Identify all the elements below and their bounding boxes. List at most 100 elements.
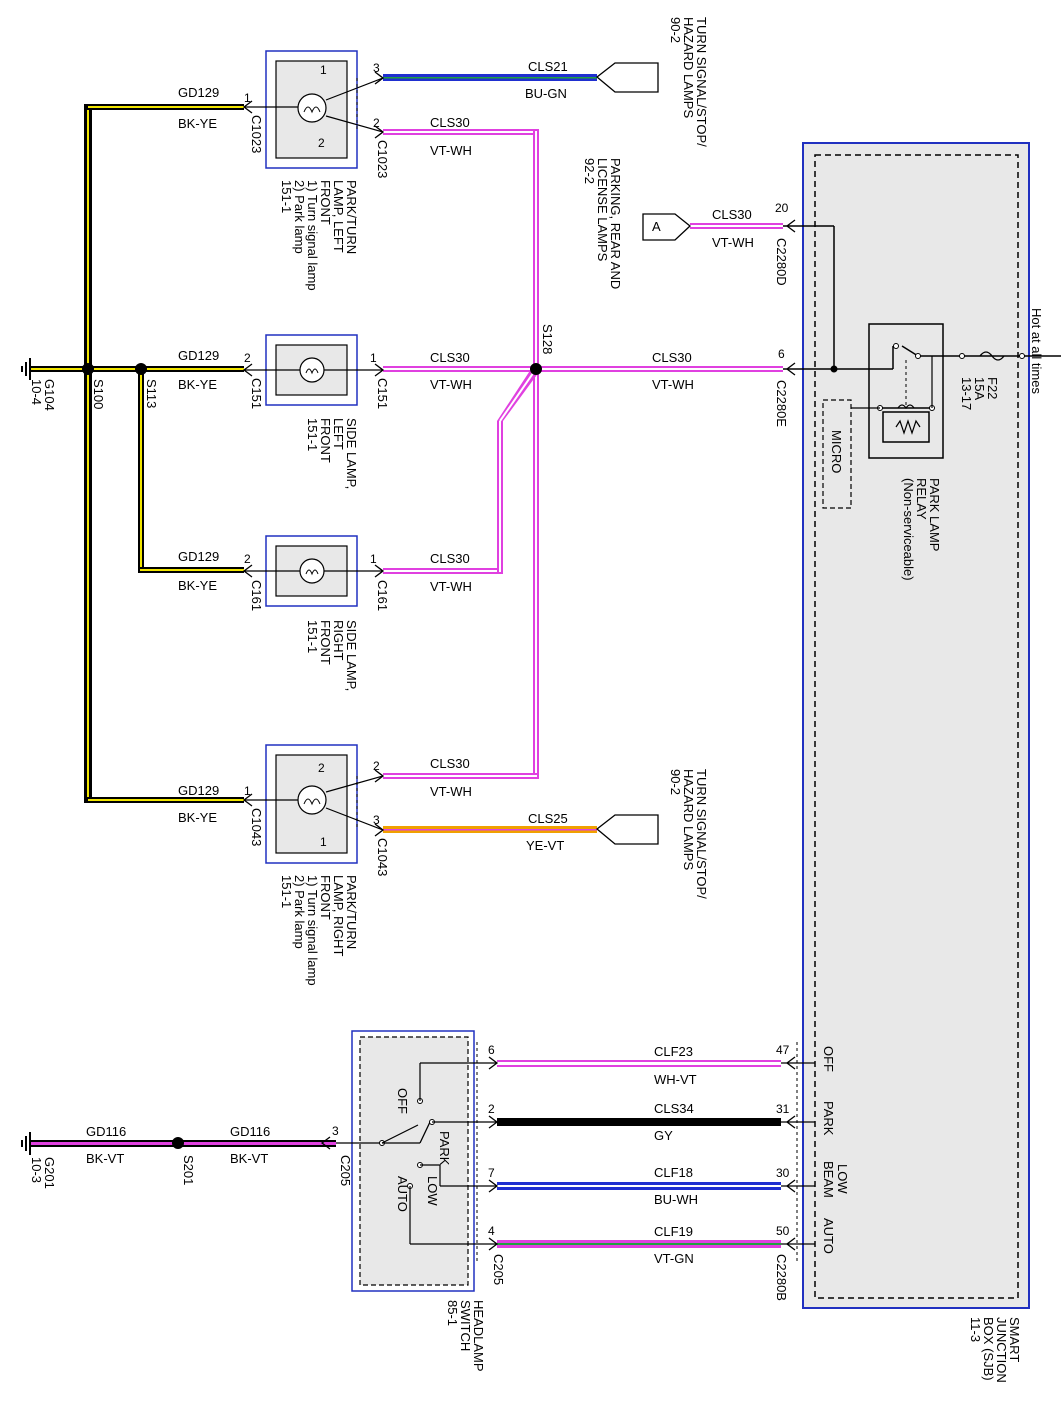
parking-l1: PARKING, REAR AND [608, 158, 623, 289]
sjb-beam-label: BEAM [821, 1161, 836, 1198]
turn-bot-arrow [595, 814, 659, 845]
turn-top-l2: HAZARD LAMPS [681, 17, 696, 118]
rf-side-l3: FRONT [318, 620, 333, 665]
turn-top-arrow [595, 62, 659, 93]
w15-color: BU-WH [654, 1192, 698, 1207]
w14-color: GY [654, 1128, 673, 1143]
c2280b-name: C2280B [774, 1254, 789, 1301]
sjb-park-label: PARK [821, 1101, 836, 1136]
parking-l3: 92-2 [582, 158, 597, 184]
rf-lamp-pin2: 2 [318, 761, 325, 775]
w17-circuit: GD116 [86, 1124, 126, 1139]
w3-circuit: CLS30 [430, 115, 470, 130]
sjb-inner-box [814, 154, 1019, 1299]
w10-color: BK-YE [178, 810, 217, 825]
w9-circuit: CLS30 [430, 551, 470, 566]
lamp-lf-side [244, 334, 383, 406]
w16-color: VT-GN [654, 1251, 694, 1266]
turn-bot-l2: HAZARD LAMPS [681, 769, 696, 870]
lamp-rf-park [244, 744, 384, 864]
rf-park-l2: LAMP, RIGHT [331, 875, 346, 956]
rf-park-l4: 1) Turn signal lamp [305, 875, 320, 986]
rf-side-l4: 151-1 [305, 620, 320, 653]
lf-side-l2: LEFT [331, 418, 346, 450]
w6-circuit: CLS30 [430, 350, 470, 365]
sjb-pin47: 47 [776, 1043, 790, 1057]
relay-line3: (Non-serviceable) [901, 478, 916, 581]
g201-name: G201 [42, 1157, 57, 1189]
w3-color: VT-WH [430, 143, 472, 158]
sjb-line4: 11-3 [968, 1317, 983, 1342]
w4-circuit: CLS30 [712, 207, 752, 222]
sw-auto-label: AUTO [395, 1176, 410, 1212]
g201-ref: 10-3 [29, 1157, 44, 1183]
w1-color: BU-GN [525, 86, 567, 101]
c161b-name: C161 [375, 580, 390, 611]
sjb-line3: BOX (SJB) [981, 1317, 996, 1381]
w13-circuit: CLF23 [654, 1044, 693, 1059]
w8-circuit: GD129 [178, 549, 219, 564]
sjb-pin30: 30 [776, 1166, 790, 1180]
lf-side-l1: SIDE LAMP, [344, 418, 359, 489]
rf-side-l2: RIGHT [331, 620, 346, 661]
sw-low-label: LOW [425, 1176, 440, 1206]
c2280d-name: C2280D [774, 238, 789, 286]
w17-color: BK-VT [86, 1151, 124, 1166]
c205-name: C205 [338, 1155, 353, 1186]
c1043a-pin: 1 [244, 784, 251, 798]
lf-park-l6: 151-1 [279, 180, 294, 213]
w6-color: VT-WH [430, 377, 472, 392]
w8-color: BK-YE [178, 578, 217, 593]
c1023a-name: C1023 [249, 115, 264, 153]
lf-park-l1: PARK/TURN [344, 180, 359, 254]
rf-side-l1: SIDE LAMP, [344, 620, 359, 691]
w13-color: WH-VT [654, 1072, 697, 1087]
sjb-line1: SMART [1007, 1317, 1022, 1362]
w11-circuit: CLS30 [430, 756, 470, 771]
turn-bot-l1: TURN SIGNAL/STOP/ [694, 769, 709, 899]
micro-label: MICRO [829, 430, 844, 473]
lf-side-l4: 151-1 [305, 418, 320, 451]
w1-circuit: CLS21 [528, 59, 568, 74]
sw-park-label: PARK [437, 1131, 452, 1166]
w15-circuit: CLF18 [654, 1165, 693, 1180]
c161b-pin: 1 [370, 552, 377, 566]
lf-park-l2: LAMP, LEFT [331, 180, 346, 253]
w9-color: VT-WH [430, 579, 472, 594]
cls30-bus [383, 129, 783, 779]
c1023b-name: C1023 [375, 140, 390, 178]
sw-pin3: 3 [332, 1124, 339, 1138]
splice-s100 [82, 363, 94, 375]
rf-park-l1: PARK/TURN [344, 875, 359, 949]
lf-park-l5: 2) Park lamp [292, 180, 307, 254]
w7-circuit: CLS30 [652, 350, 692, 365]
w2-circuit: GD129 [178, 85, 219, 100]
turn-bot-l3: 90-2 [668, 769, 683, 795]
hl-l1: HEADLAMP [471, 1300, 486, 1372]
lamp-rf-side [244, 535, 383, 607]
rf-park-l6: 151-1 [279, 875, 294, 908]
fuse-name: F22 [985, 377, 1000, 399]
splice-s128 [530, 363, 542, 375]
w2-color: BK-YE [178, 116, 217, 131]
w11-color: VT-WH [430, 784, 472, 799]
sjb-auto-label: AUTO [821, 1218, 836, 1254]
w12-circuit: CLS25 [528, 811, 568, 826]
sw-pin2: 2 [488, 1102, 495, 1116]
w5-circuit: GD129 [178, 348, 219, 363]
w5-color: BK-YE [178, 377, 217, 392]
sw-pin7: 7 [488, 1166, 495, 1180]
fuse-rating: 15A [972, 377, 987, 400]
lf-park-l3: FRONT [318, 180, 333, 225]
c1043c-name: C1043 [375, 838, 390, 876]
c1023a-pin: 1 [244, 91, 251, 105]
hl-l3: 85-1 [445, 1300, 460, 1326]
c1043c-pin: 3 [373, 813, 380, 827]
s201-label: S201 [181, 1155, 196, 1185]
w4-color: VT-WH [712, 235, 754, 250]
w18-circuit: GD116 [230, 1124, 270, 1139]
sjb-off-label: OFF [821, 1046, 836, 1072]
c2280e-name: C2280E [774, 380, 789, 427]
